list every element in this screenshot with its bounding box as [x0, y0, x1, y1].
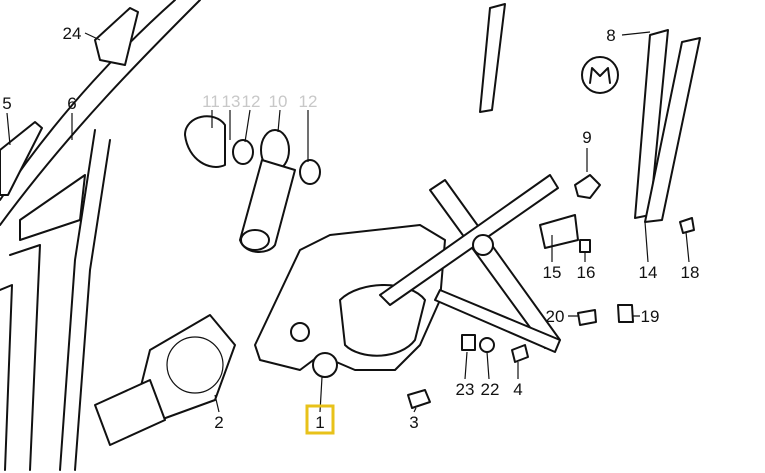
- label-13[interactable]: 13: [222, 92, 241, 111]
- label-22[interactable]: 22: [481, 380, 500, 399]
- corner-trim-24: [94, 7, 139, 66]
- corner-trim-5: [0, 121, 43, 196]
- part-labels: 24 5 6 11 13 12 10 12 8 9 15 16 14 18 20…: [2, 24, 700, 435]
- label-23[interactable]: 23: [456, 380, 475, 399]
- label-6[interactable]: 6: [67, 94, 76, 113]
- guide-rail-14: [634, 29, 701, 223]
- label-2[interactable]: 2: [214, 413, 223, 432]
- label-18[interactable]: 18: [681, 263, 700, 282]
- label-24[interactable]: 24: [63, 24, 82, 43]
- window-motor: [94, 314, 236, 446]
- glass-channel: [479, 3, 506, 113]
- label-4[interactable]: 4: [513, 380, 522, 399]
- cable-drum-assembly: [184, 115, 321, 253]
- highlight-box: [305, 404, 335, 435]
- label-12-b[interactable]: 12: [299, 92, 318, 111]
- door-frame: [0, 0, 201, 471]
- label-9[interactable]: 9: [582, 128, 591, 147]
- label-20[interactable]: 20: [546, 307, 565, 326]
- label-1-highlighted[interactable]: 1: [315, 413, 324, 432]
- label-16[interactable]: 16: [577, 263, 596, 282]
- leader-lines: [6, 31, 690, 413]
- window-regulator: [254, 174, 561, 378]
- label-5[interactable]: 5: [2, 94, 11, 113]
- label-10[interactable]: 10: [269, 92, 288, 111]
- label-19[interactable]: 19: [641, 307, 660, 326]
- label-8[interactable]: 8: [606, 26, 615, 45]
- label-12[interactable]: 12: [242, 92, 261, 111]
- label-11[interactable]: 11: [202, 92, 220, 111]
- emblem-symbol: [581, 56, 619, 94]
- label-15[interactable]: 15: [543, 263, 562, 282]
- label-3[interactable]: 3: [409, 413, 418, 432]
- label-14[interactable]: 14: [639, 263, 658, 282]
